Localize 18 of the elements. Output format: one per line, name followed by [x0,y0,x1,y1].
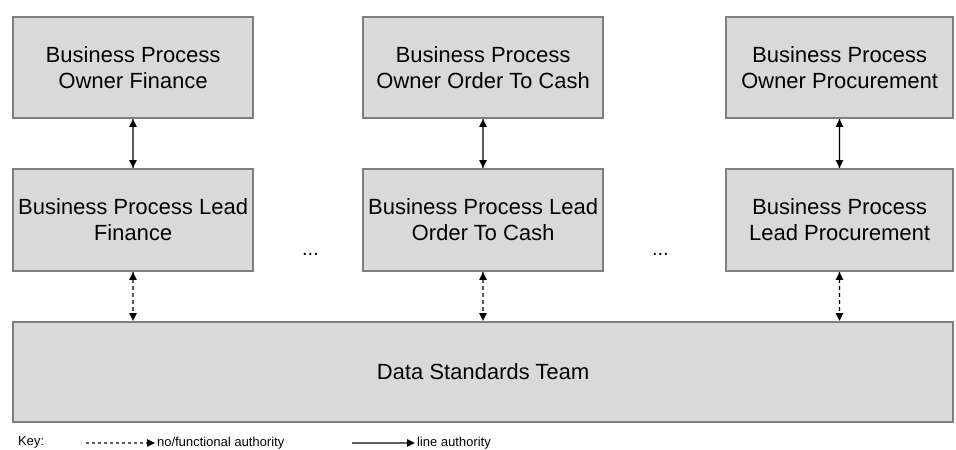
role-box: Business Process Owner Finance [12,16,254,119]
team-box: Data Standards Team [12,321,954,423]
arrow [479,119,487,168]
key-label: Key: [18,433,44,448]
legend-text: line authority [417,434,491,449]
role-box: Business Process Lead Order To Cash [362,168,604,272]
arrow [479,272,487,321]
role-box: Business Process Lead Procurement [725,168,954,272]
role-box: Business Process Lead Finance [12,168,254,272]
ellipsis: ... [302,238,319,261]
legend-text: no/functional authority [157,434,284,449]
role-box: Business Process Owner Procurement [725,16,954,119]
arrow [129,272,137,321]
ellipsis: ... [652,238,669,261]
arrow [836,272,844,321]
arrow [129,119,137,168]
role-box: Business Process Owner Order To Cash [362,16,604,119]
arrow [836,119,844,168]
